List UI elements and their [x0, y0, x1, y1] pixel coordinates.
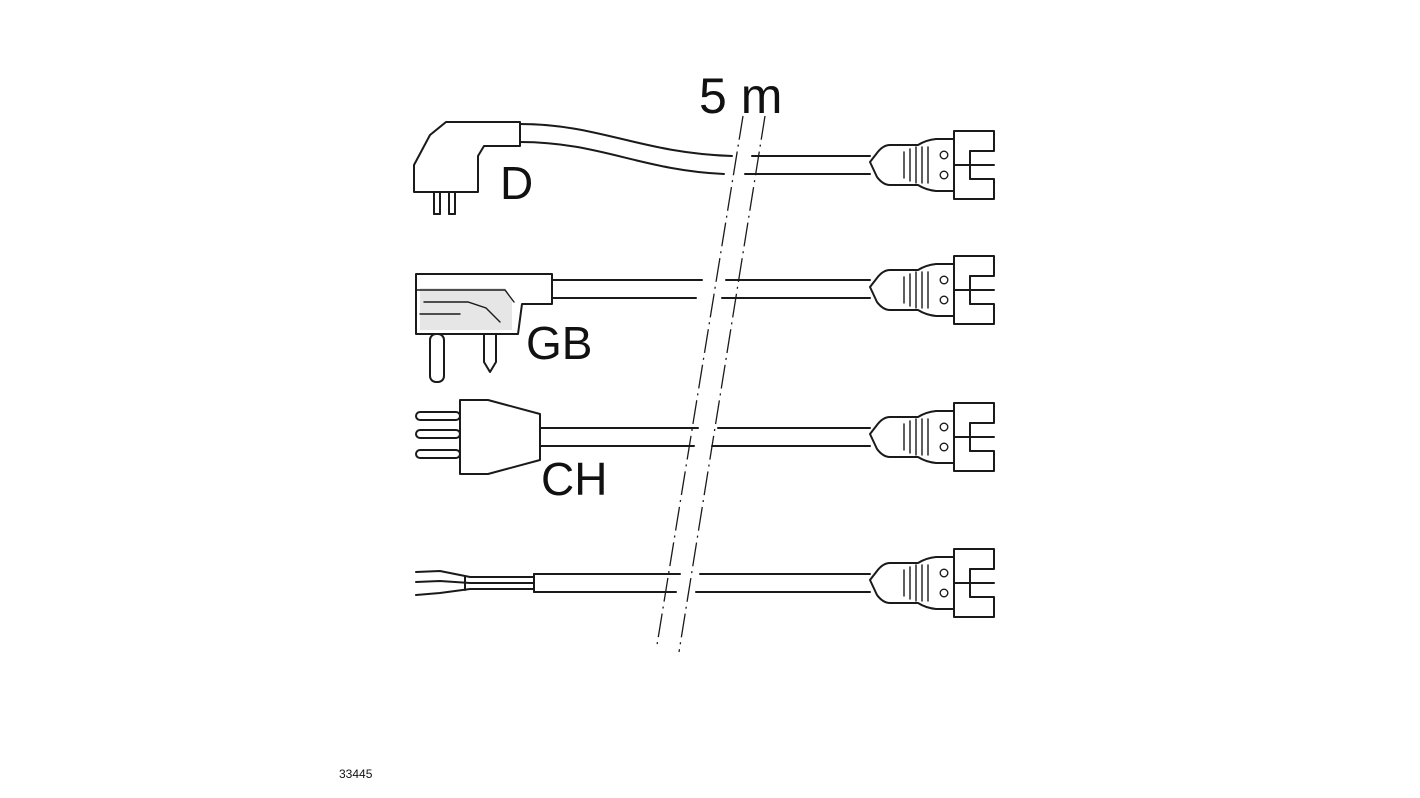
cable-d-label: D	[500, 157, 533, 209]
device-connector-icon	[869, 130, 995, 200]
cable-d-wire-lower	[519, 141, 725, 175]
length-label: 5 m	[699, 68, 782, 124]
cable-ch: CH	[415, 399, 995, 505]
uk-plug-earth-pin	[429, 333, 445, 383]
device-connector-icon	[869, 255, 995, 325]
break-line-left	[656, 115, 744, 646]
cable-gb: GB	[415, 255, 995, 383]
cable-ch-label: CH	[541, 453, 607, 505]
device-connector-icon	[869, 402, 995, 472]
figure-number: 33445	[339, 767, 373, 781]
bare-wire-ends-icon	[415, 570, 535, 596]
swiss-plug-icon	[415, 399, 541, 475]
cable-gb-label: GB	[526, 317, 592, 369]
uk-plug-live-pin	[483, 333, 497, 373]
length-break-lines	[656, 115, 766, 653]
device-connector-icon	[869, 548, 995, 618]
cable-d-wire-upper	[519, 123, 733, 157]
break-line-right	[678, 115, 766, 653]
schuko-plug-icon	[413, 121, 521, 215]
uk-plug-icon	[415, 273, 553, 383]
cable-bare	[415, 548, 995, 618]
cable-d: D	[413, 121, 995, 215]
